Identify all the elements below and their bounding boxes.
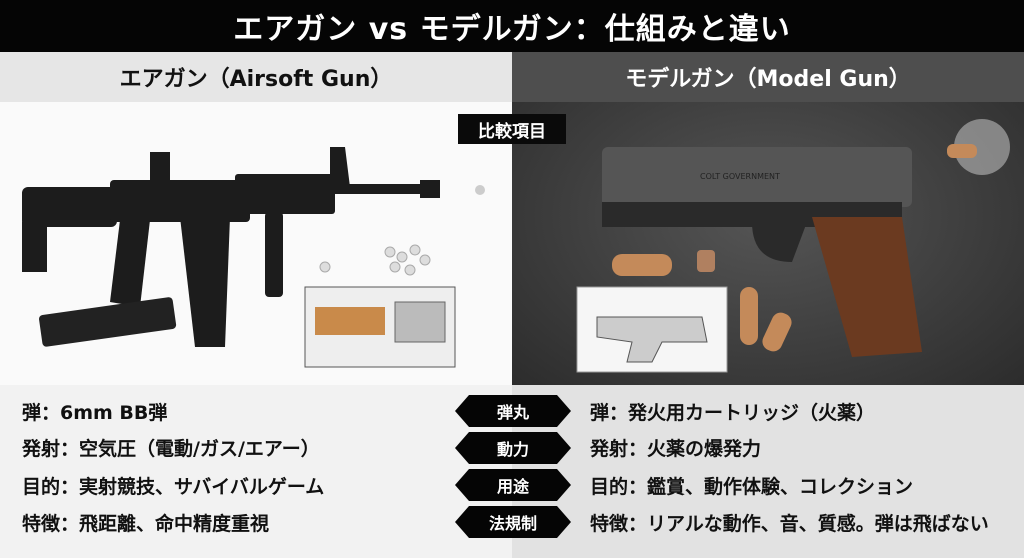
rifle-illustration — [22, 147, 485, 368]
airsoft-feature: 特徴：飛距離、命中精度重視 — [22, 513, 270, 535]
compare-arrow-purpose: 用途 — [455, 469, 571, 501]
modelgun-ammo: 弾：発火用カートリッジ（火薬） — [590, 402, 876, 424]
airsoft-purpose: 目的：実射競技、サバイバルゲーム — [22, 476, 325, 498]
compare-arrow-ammo: 弾丸 — [455, 395, 571, 427]
modelgun-purpose: 目的：鑑賞、動作体験、コレクション — [590, 476, 914, 498]
airsoft-power: 発射：空気圧（電動/ガス/エアー） — [22, 438, 320, 460]
airsoft-header: エアガン（Airsoft Gun） — [0, 52, 512, 102]
modelgun-power: 発射：火薬の爆発力 — [590, 438, 762, 460]
page-title: エアガン vs モデルガン：仕組みと違い — [0, 0, 1024, 52]
modelgun-photo — [512, 102, 1024, 385]
comparison-items-label: 比較項目 — [458, 114, 566, 144]
compare-arrow-law: 法規制 — [455, 506, 571, 538]
airsoft-photo — [0, 102, 512, 385]
airsoft-ammo: 弾：6mm BB弾 — [22, 402, 168, 424]
airsoft-details — [0, 385, 512, 558]
pistol-illustration — [576, 119, 1010, 373]
compare-arrow-power: 動力 — [455, 432, 571, 464]
modelgun-feature: 特徴：リアルな動作、音、質感。弾は飛ばない — [590, 513, 989, 535]
pistol-engraving: COLT GOVERNMENT — [700, 172, 780, 181]
modelgun-details — [512, 385, 1024, 558]
modelgun-header: モデルガン（Model Gun） — [512, 52, 1024, 102]
